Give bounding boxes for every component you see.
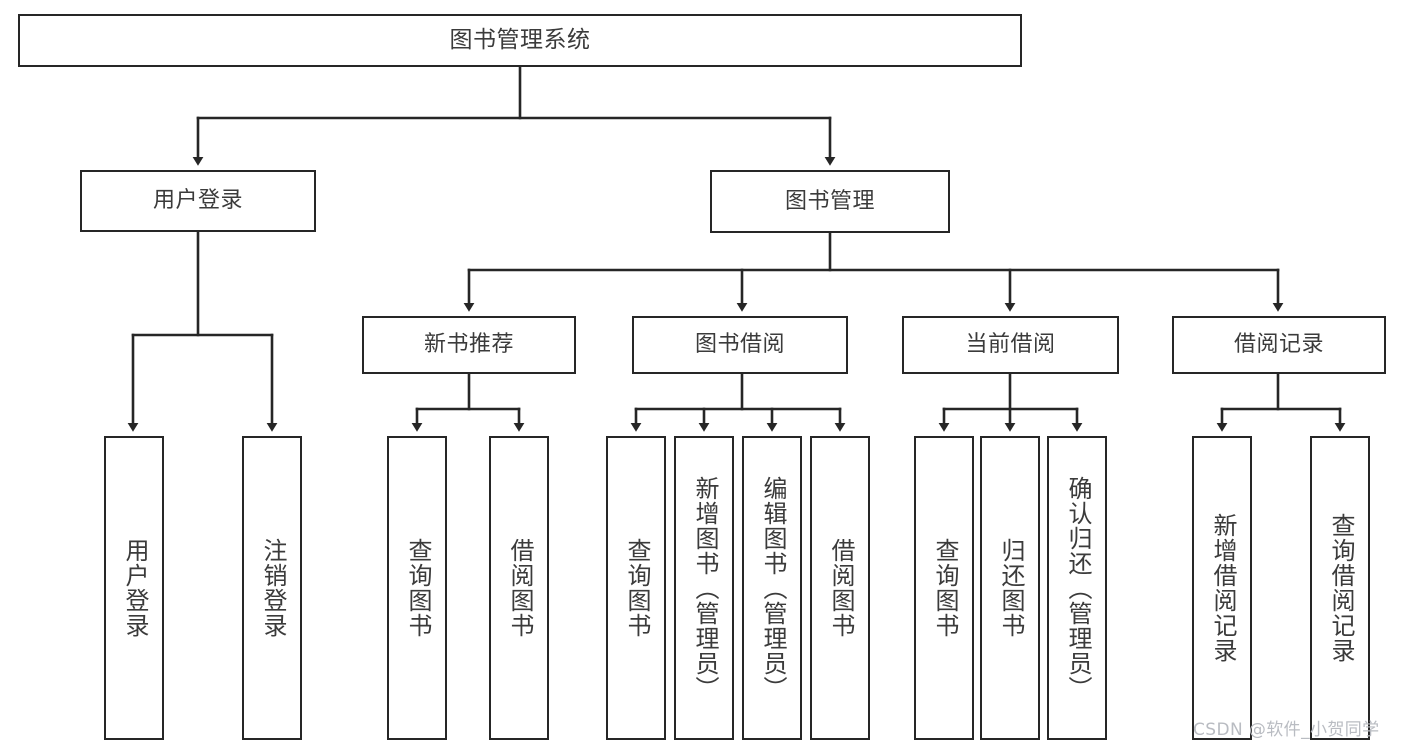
leaf-add-borrow-record[interactable]: 新增借阅记录 [1192, 436, 1252, 740]
node-label: 确认归还（管理员） [1063, 475, 1092, 701]
node-root-book-management-system[interactable]: 图书管理系统 [18, 14, 1022, 67]
node-label: 查询图书 [622, 538, 651, 638]
node-label: 当前借阅 [965, 332, 1056, 358]
node-label: 查询借阅记录 [1326, 513, 1355, 663]
node-label: 新增图书（管理员） [690, 475, 719, 701]
leaf-logout[interactable]: 注销登录 [242, 436, 302, 740]
leaf-borrow-book-recommend[interactable]: 借阅图书 [489, 436, 549, 740]
node-label: 图书借阅 [694, 332, 785, 358]
node-label: 新书推荐 [423, 332, 514, 358]
node-label: 注销登录 [258, 538, 287, 638]
node-borrow-records[interactable]: 借阅记录 [1172, 316, 1386, 374]
leaf-query-borrow-record[interactable]: 查询借阅记录 [1310, 436, 1370, 740]
node-label: 用户登录 [120, 538, 149, 638]
leaf-user-login[interactable]: 用户登录 [104, 436, 164, 740]
node-book-management[interactable]: 图书管理 [710, 170, 950, 233]
leaf-return-book[interactable]: 归还图书 [980, 436, 1040, 740]
leaf-add-book-admin[interactable]: 新增图书（管理员） [674, 436, 734, 740]
leaf-query-book-borrow[interactable]: 查询图书 [606, 436, 666, 740]
watermark-text: CSDN @软件_小贺同学 [1193, 720, 1380, 740]
leaf-confirm-return-admin[interactable]: 确认归还（管理员） [1047, 436, 1107, 740]
node-label: 用户登录 [152, 188, 243, 214]
node-label: 编辑图书（管理员） [758, 475, 787, 701]
node-book-borrow[interactable]: 图书借阅 [632, 316, 848, 374]
node-label: 借阅图书 [505, 538, 534, 638]
leaf-query-book-current[interactable]: 查询图书 [914, 436, 974, 740]
node-label: 图书管理系统 [449, 27, 591, 54]
node-user-login[interactable]: 用户登录 [80, 170, 316, 232]
node-new-book-recommend[interactable]: 新书推荐 [362, 316, 576, 374]
node-label: 借阅记录 [1233, 332, 1324, 358]
node-current-borrow[interactable]: 当前借阅 [902, 316, 1119, 374]
leaf-edit-book-admin[interactable]: 编辑图书（管理员） [742, 436, 802, 740]
node-label: 借阅图书 [826, 538, 855, 638]
node-label: 图书管理 [784, 188, 875, 214]
node-label: 归还图书 [996, 538, 1025, 638]
node-label: 新增借阅记录 [1208, 513, 1237, 663]
node-label: 查询图书 [930, 538, 959, 638]
leaf-borrow-book[interactable]: 借阅图书 [810, 436, 870, 740]
leaf-query-book-recommend[interactable]: 查询图书 [387, 436, 447, 740]
node-label: 查询图书 [403, 538, 432, 638]
